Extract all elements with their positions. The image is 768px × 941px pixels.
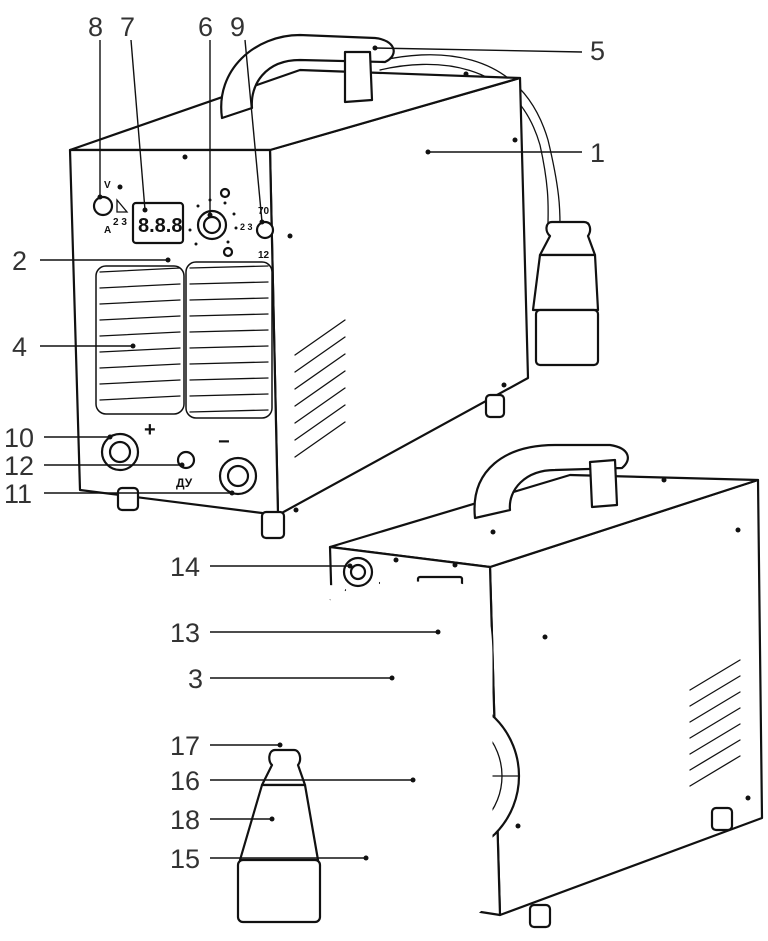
- mode-label-left: 2 3: [113, 217, 127, 228]
- triangle-icon: [116, 198, 129, 213]
- volt-label: V: [104, 180, 111, 191]
- callout-15: 15: [170, 844, 369, 874]
- plug-cap-front: [534, 308, 600, 367]
- callout-label: 15: [170, 844, 200, 874]
- indicator-lamp: [219, 187, 231, 199]
- foot: [528, 903, 552, 929]
- callout-2: 2: [12, 246, 171, 276]
- volt-amp-switch[interactable]: [92, 195, 114, 217]
- callout-label: 8: [88, 12, 103, 42]
- callout-label: 1: [590, 138, 605, 168]
- callout-16: 16: [170, 766, 416, 796]
- display-digits: 8.8.8: [138, 215, 182, 237]
- callout-label: 9: [230, 12, 245, 42]
- power-cable-top-inner: [379, 63, 549, 226]
- digital-display: [131, 201, 185, 245]
- callout-6: 6: [198, 12, 213, 218]
- callout-label: 13: [170, 618, 200, 648]
- callout-8: 8: [88, 12, 103, 200]
- callout-10: 10: [4, 423, 113, 453]
- rear-side-vent-grille: [689, 659, 741, 787]
- foot: [710, 806, 734, 832]
- front-unit: 8.8.8 V A 2 3 70 12 2 3: [68, 33, 600, 540]
- callout-3: 3: [188, 664, 395, 694]
- callout-label: 16: [170, 766, 200, 796]
- front-vent-grille: [95, 261, 273, 419]
- callout-label: 5: [590, 36, 605, 66]
- callout-1: 1: [425, 138, 605, 168]
- callout-label: 11: [4, 479, 32, 509]
- callout-5: 5: [372, 36, 605, 66]
- foot: [116, 486, 140, 512]
- front-unit-side: [268, 76, 530, 517]
- callout-label: 18: [170, 805, 200, 835]
- foot: [484, 393, 506, 419]
- callout-12: 12: [4, 451, 185, 481]
- side-vent-grille: [294, 319, 346, 458]
- indicator-lamp: [222, 246, 234, 258]
- callout-9: 9: [230, 12, 265, 225]
- handle-rear-post: [588, 458, 619, 509]
- value-bottom: 12: [258, 250, 270, 261]
- plug-cap: [236, 858, 322, 924]
- foot: [260, 510, 286, 540]
- callout-18: 18: [170, 805, 275, 835]
- rear-unit: [236, 443, 764, 929]
- value-top: 70: [258, 206, 270, 217]
- callout-label: 17: [170, 731, 200, 761]
- callout-13: 13: [170, 618, 441, 648]
- callouts: 8 7 6 9 5 1 2 4: [4, 12, 605, 874]
- callout-label: 3: [188, 664, 203, 694]
- callout-label: 2: [12, 246, 27, 276]
- callout-label: 14: [170, 552, 200, 582]
- terminal-plus-inner: [108, 440, 132, 464]
- power-cable-top: [374, 54, 561, 226]
- callout-4: 4: [12, 332, 136, 362]
- callout-label: 10: [4, 423, 34, 453]
- callout-11: 11: [4, 479, 235, 509]
- callout-7: 7: [120, 12, 148, 213]
- plug-top-front: [538, 220, 597, 257]
- amp-label: A: [104, 225, 111, 236]
- handle-post: [343, 50, 374, 104]
- remote-label: ДУ: [176, 476, 193, 490]
- knob-cap: [202, 215, 222, 235]
- callout-label: 4: [12, 332, 27, 362]
- callout-label: 7: [120, 12, 135, 42]
- callout-label: 6: [198, 12, 213, 42]
- cable-loop-outer: [298, 581, 492, 924]
- mode-label-right: 2 3: [240, 222, 253, 232]
- plug-body-front: [531, 253, 600, 312]
- plus-symbol: +: [144, 419, 156, 441]
- mode-switch[interactable]: [255, 220, 275, 240]
- cable-gland-inner: [349, 563, 367, 581]
- terminal-minus-inner: [226, 464, 250, 488]
- callout-label: 12: [4, 451, 34, 481]
- callout-14: 14: [170, 552, 353, 582]
- callout-17: 17: [170, 731, 283, 761]
- minus-symbol: −: [218, 431, 230, 453]
- plug-body: [238, 783, 320, 862]
